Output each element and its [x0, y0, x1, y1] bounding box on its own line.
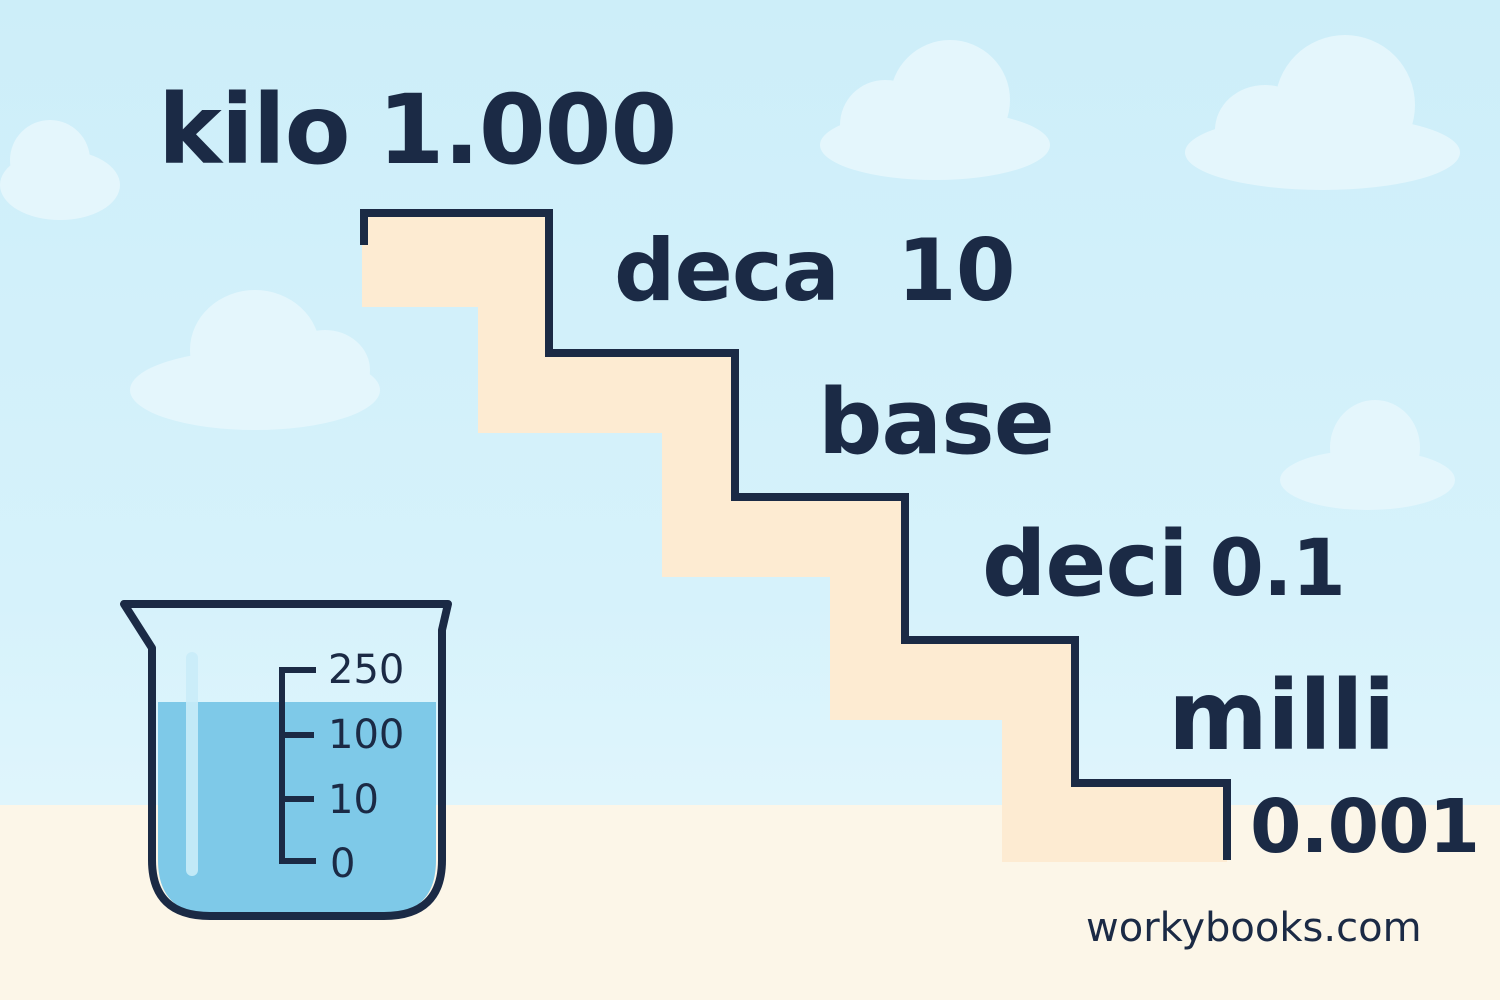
beaker-highlight	[186, 652, 198, 876]
value-deca: 10	[896, 221, 1016, 321]
step-base: base	[818, 378, 1055, 468]
prefix-milli: milli	[1168, 660, 1396, 772]
website-credit: workybooks.com	[1086, 905, 1422, 951]
beaker-mark-250: 250	[328, 647, 405, 693]
value-deci: 0.1	[1209, 524, 1346, 614]
value-milli: 0.001	[1250, 790, 1480, 864]
beaker-icon	[120, 600, 452, 920]
value-milli-text: 0.001	[1250, 784, 1480, 870]
beaker-outline	[120, 600, 452, 920]
beaker-mark-0: 0	[330, 841, 356, 887]
prefix-kilo: kilo	[158, 74, 351, 186]
beaker-water	[158, 702, 436, 914]
staircase-fill	[362, 211, 1227, 862]
prefix-deca: deca	[614, 221, 840, 321]
cloud	[130, 290, 390, 430]
cloud	[1185, 35, 1465, 190]
cloud	[0, 110, 140, 220]
prefix-deci: deci	[982, 512, 1189, 617]
cloud	[1280, 400, 1460, 510]
value-kilo: 1.000	[377, 74, 678, 186]
prefix-base: base	[818, 370, 1055, 475]
cloud	[820, 40, 1060, 180]
beaker-mark-100: 100	[328, 712, 405, 758]
beaker-mark-10: 10	[328, 777, 379, 823]
step-milli: milli	[1168, 668, 1396, 764]
staircase-outline	[360, 209, 1231, 860]
